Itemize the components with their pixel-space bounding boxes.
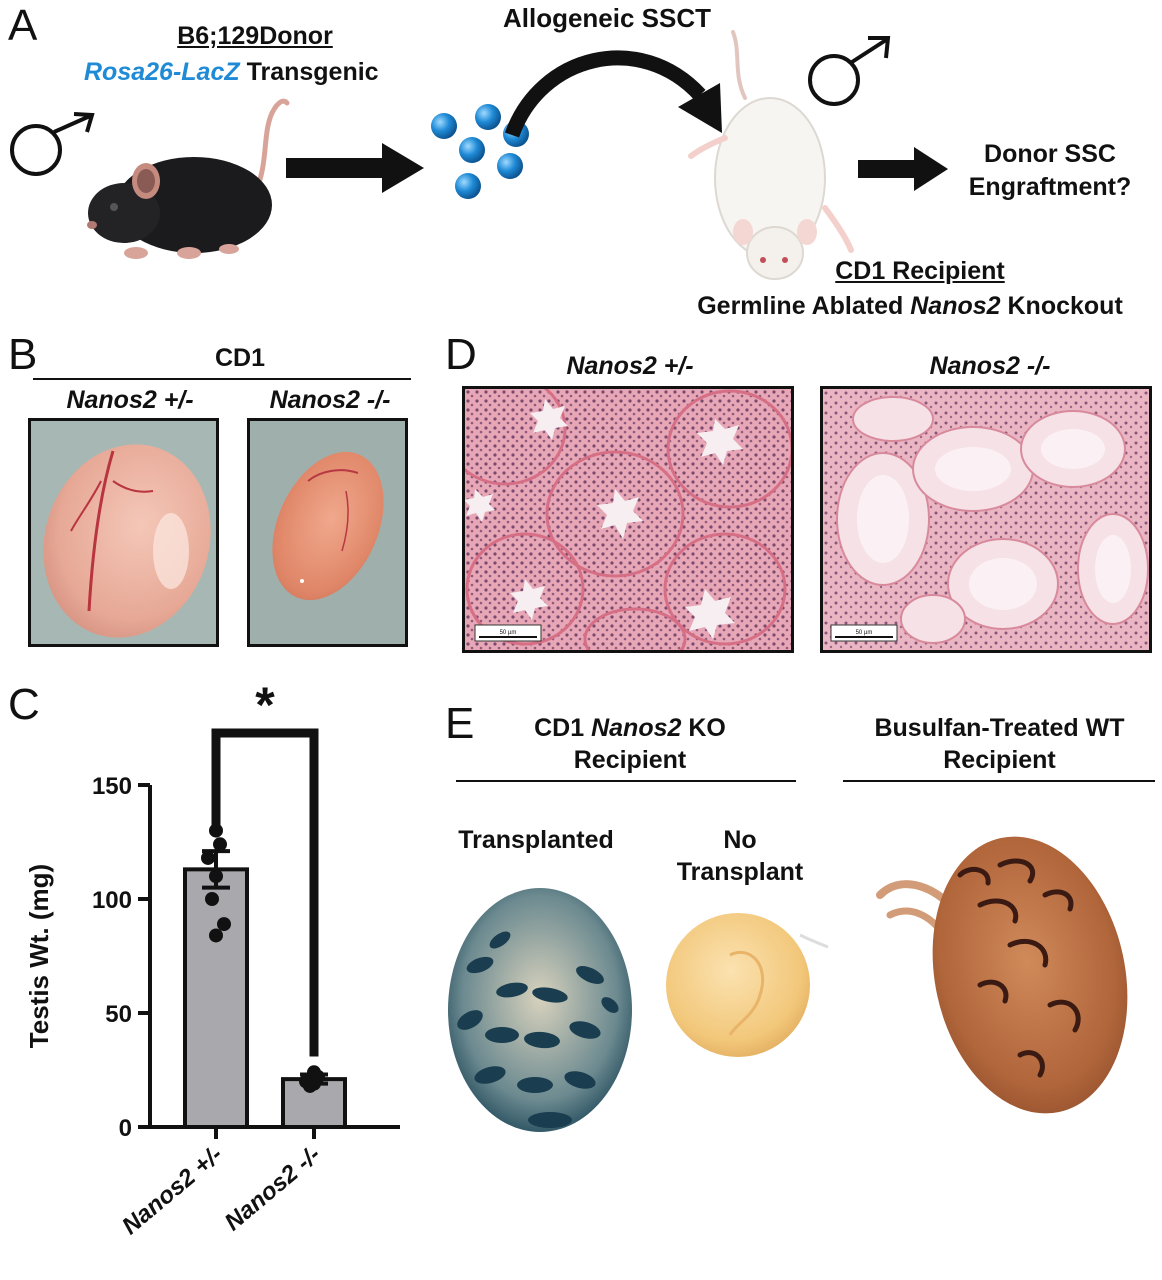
histology-knockout: 50 µm [820,386,1152,653]
male-symbol-icon [10,112,95,176]
e-group1-line2: Recipient [573,746,687,774]
panel-label-e: E [445,699,475,748]
data-point [209,928,223,943]
donor-title: B6;129Donor [177,22,333,50]
x-tick-label: Nanos2 -/- [220,1141,326,1236]
e-group1-pre: CD1 [534,714,592,742]
data-point [205,892,219,906]
donor-suffix: Transgenic [239,58,379,86]
e-divider-2 [843,780,1155,782]
b-group-title: CD1 [214,344,265,372]
e-sub-no-line2: Transplant [676,858,804,886]
e-group2-line2: Recipient [943,746,1056,774]
y-axis-label: Testis Wt. (mg) [24,864,54,1048]
scale-bar-label: 50 µm [856,630,873,636]
y-tick-label: 0 [119,1115,132,1142]
scale-bar-label: 50 µm [500,630,517,636]
recipient-title: CD1 Recipient [835,257,1005,285]
testis-photo-heterozygous [28,418,219,647]
e-sub-transplanted: Transplanted [458,826,614,854]
panel-label-a: A [8,1,38,50]
testis-no-transplant-photo [666,913,829,1057]
recipient-post: Knockout [1000,292,1123,320]
b-left-label: Nanos2 +/- [66,386,194,414]
donor-strain: Rosa26-LacZ [84,58,240,86]
arrow-right-icon [286,143,424,193]
curved-arrow-icon [504,50,722,138]
panel-label-b: B [8,330,38,379]
b-divider [33,378,411,380]
data-point [209,869,223,884]
y-tick-label: 100 [92,887,132,914]
e-group1-post: KO [681,714,726,742]
recipient-gene: Nanos2 [910,292,1001,320]
y-tick-label: 150 [92,773,132,800]
b-right-label: Nanos2 -/- [269,386,391,414]
data-point [213,837,227,852]
outcome-line-2: Engraftment? [968,173,1132,201]
recipient-line: Germline Ablated Nanos2 Knockout [660,292,1160,321]
d-left-label: Nanos2 +/- [566,352,694,380]
donor-strain-line: Rosa26-LacZ Transgenic [84,58,404,87]
e-group2-line1: Busulfan-Treated WT [874,714,1125,742]
y-tick-label: 50 [105,1001,132,1028]
e-divider-1 [456,780,796,782]
e-sub-no-line1: No [723,826,757,854]
recipient-pre: Germline Ablated [697,292,911,320]
male-symbol-icon [808,36,891,106]
data-point [303,1078,317,1093]
d-right-label: Nanos2 -/- [929,352,1051,380]
x-tick-label: Nanos2 +/- [117,1141,228,1240]
panel-label-c: C [8,680,40,729]
white-mouse-icon [688,30,854,280]
bar [183,867,249,1129]
data-point [217,917,231,932]
significance-bracket [211,728,319,1057]
black-mouse-icon [87,98,290,259]
transfer-label: Allogeneic SSCT [502,3,712,33]
outcome-line-1: Donor SSC [984,140,1116,168]
significance-star: * [255,677,275,733]
testis-photo-knockout [247,418,408,647]
e-group1-line1: CD1 Nanos2 KO [480,714,780,743]
testis-transplanted-photo [448,888,632,1132]
testis-busulfan-photo [876,836,1128,1114]
histology-heterozygous: 50 µm [462,386,794,653]
e-group1-gene: Nanos2 [591,714,682,742]
panel-label-d: D [445,330,477,379]
data-point [201,850,215,865]
arrow-right-icon [858,147,948,191]
